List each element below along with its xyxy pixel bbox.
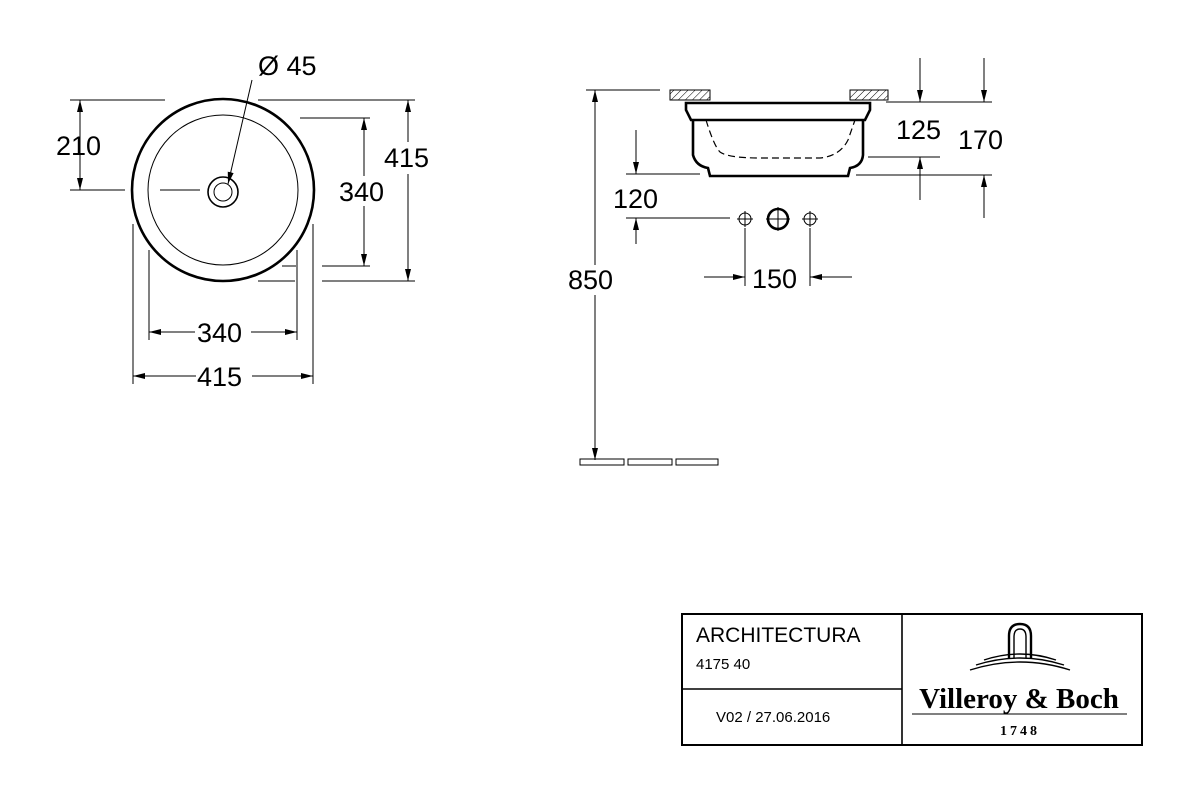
dim-125-label: 125: [896, 115, 941, 145]
dim-340-horizontal-label: 340: [197, 318, 242, 348]
dim-210-label: 210: [56, 131, 101, 161]
dim-850-label: 850: [568, 265, 613, 295]
brand-year: 1748: [1000, 724, 1040, 739]
title-block: ARCHITECTURA 4175 40 V02 / 27.06.2016 Vi…: [681, 613, 1143, 746]
basin-outer-rim: [130, 97, 316, 283]
dim-170-label: 170: [958, 125, 1003, 155]
dim-150-label: 150: [752, 264, 797, 294]
basin-inner-dashed: [705, 119, 856, 159]
drain-diameter-label: Ø 45: [258, 51, 317, 81]
drain-leader: [227, 79, 253, 185]
drain-inner: [213, 182, 233, 202]
dim-340-vertical-label: 340: [339, 177, 384, 207]
floor-tiles: [579, 458, 719, 466]
tap-holes: [737, 207, 818, 231]
version-date: V02 / 27.06.2016: [716, 709, 830, 726]
basin-inner-bowl: [147, 114, 299, 266]
article-number: 4175 40: [696, 656, 750, 673]
dim-415-horizontal-label: 415: [197, 362, 242, 392]
top-view: Ø 45 210 340 415 340 415: [56, 51, 434, 392]
basin-rim: [684, 101, 872, 122]
title-block-frame: [681, 613, 1143, 746]
side-view: 125 170 120 150: [567, 58, 1003, 466]
basin-body: [691, 120, 865, 178]
countertop-left: [669, 89, 711, 101]
drain-outer: [207, 176, 239, 208]
dim-415-vertical-label: 415: [384, 143, 429, 173]
product-name: ARCHITECTURA: [696, 624, 861, 647]
brand-name: Villeroy & Boch: [919, 683, 1119, 715]
brand-logo-fountain: [969, 622, 1071, 671]
countertop-right: [849, 89, 889, 101]
dim-120-label: 120: [613, 184, 658, 214]
